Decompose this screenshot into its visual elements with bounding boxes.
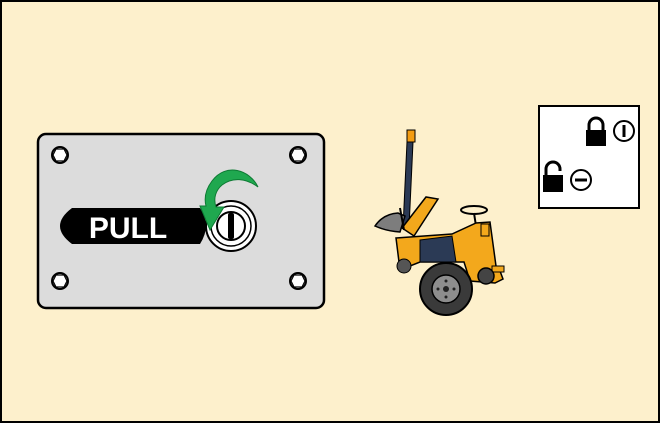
- screw-icon: [290, 147, 306, 163]
- screw-icon: [52, 273, 68, 289]
- screw-icon: [290, 273, 306, 289]
- control-plate: PULL: [38, 134, 324, 308]
- power-on-icon: [614, 121, 634, 141]
- lock-legend: [539, 106, 639, 208]
- power-off-icon: [571, 170, 591, 190]
- pull-label: PULL: [89, 212, 167, 245]
- screw-icon: [52, 147, 68, 163]
